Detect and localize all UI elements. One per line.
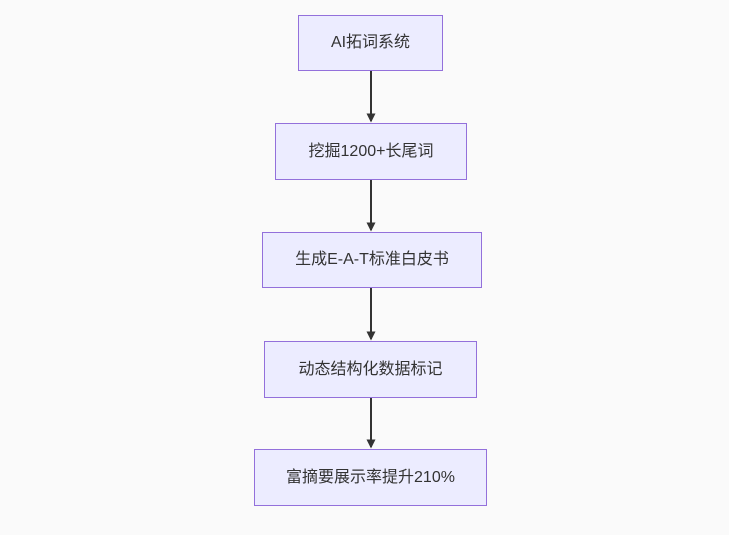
flow-node-longtail-mining: 挖掘1200+长尾词: [275, 123, 467, 180]
flow-node-eat-whitepaper: 生成E-A-T标准白皮书: [262, 232, 482, 288]
flow-node-label: 生成E-A-T标准白皮书: [295, 251, 449, 269]
flow-node-label: AI拓词系统: [330, 34, 411, 52]
flow-node-label: 富摘要展示率提升210%: [286, 468, 455, 486]
flow-node-ai-keyword-system: AI拓词系统: [298, 15, 443, 71]
flow-node-rich-snippet-result: 富摘要展示率提升210%: [254, 449, 487, 506]
flow-node-label: 挖掘1200+长尾词: [308, 142, 434, 160]
flow-node-label: 动态结构化数据标记: [298, 360, 443, 378]
flow-node-structured-data-markup: 动态结构化数据标记: [264, 341, 477, 398]
